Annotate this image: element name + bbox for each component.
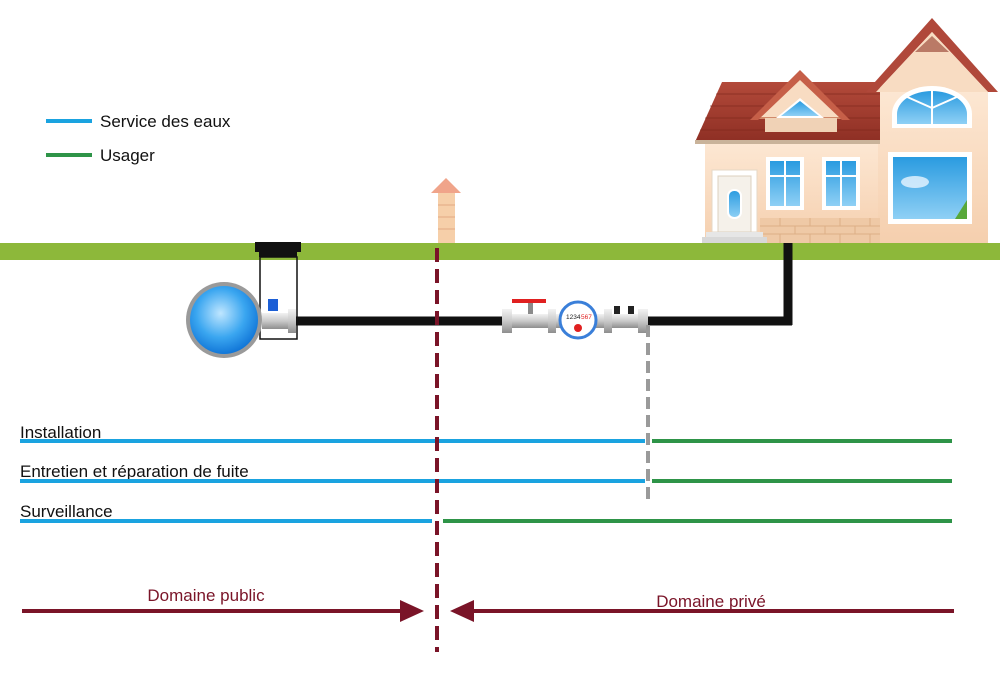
legend-user-label: Usager [100, 146, 155, 165]
private-domain-label: Domaine privé [656, 592, 766, 611]
service-pipe [295, 243, 793, 326]
ground-line [0, 243, 1000, 260]
valve-handle-icon [512, 299, 546, 314]
domain-arrows: Domaine public Domaine privé [22, 586, 954, 622]
water-meter-assembly: 1234 567 [502, 299, 648, 340]
legend-service-label: Service des eaux [100, 112, 231, 131]
curb-stop-box [255, 242, 301, 340]
row-label-monitoring: Surveillance [20, 502, 113, 521]
water-main-icon [186, 282, 296, 358]
row-label-maintenance: Entretien et réparation de fuite [20, 462, 249, 481]
private-arrow-head [450, 600, 474, 622]
row-label-installation: Installation [20, 423, 101, 442]
responsibility-rows: Installation Entretien et réparation de … [20, 423, 952, 523]
legend: Service des eaux Usager [46, 112, 231, 165]
public-arrow-head [400, 600, 424, 622]
house-illustration [695, 18, 998, 243]
public-domain-label: Domaine public [147, 586, 265, 605]
meter-digits-black: 1234 [566, 314, 581, 321]
meter-digits-red: 567 [581, 314, 592, 321]
property-marker [431, 178, 461, 243]
